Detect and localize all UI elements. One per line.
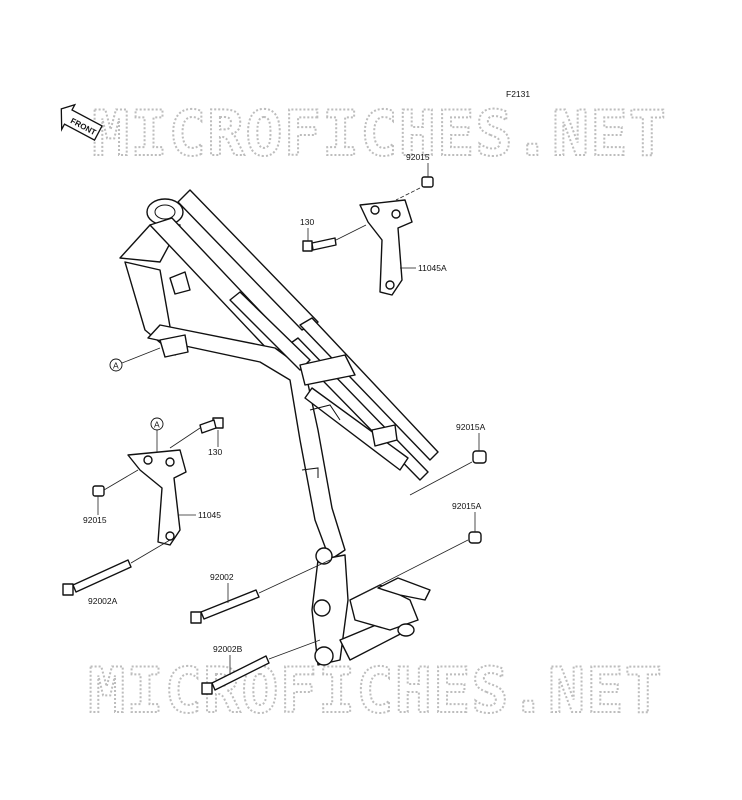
reference-marker-a-bracket: A [150, 417, 164, 452]
label-92015A-2: 92015A [452, 501, 482, 511]
bolt-130-top [302, 237, 337, 252]
bracket-11045A [359, 199, 413, 296]
label-92015A-1: 92015A [456, 422, 486, 432]
frame-hole-1 [315, 547, 333, 565]
top-tube-right [177, 189, 319, 331]
nut-92015A-2 [468, 531, 482, 544]
rear-rail-right [299, 317, 439, 461]
label-92002A: 92002A [88, 596, 118, 606]
battery-plate [299, 354, 356, 386]
nut-92015-top [421, 176, 434, 188]
svg-text:A: A [113, 361, 119, 371]
assembly-lines [103, 187, 473, 660]
bolt-92002A [62, 559, 132, 596]
label-92002B: 92002B [213, 644, 243, 654]
label-92015-left: 92015 [83, 515, 107, 525]
bolt-92002B [201, 655, 270, 695]
frame-hole-2 [313, 599, 331, 617]
svg-text:A: A [154, 420, 160, 430]
bolt-92002 [190, 589, 260, 624]
nut-92015A-1 [472, 450, 487, 464]
rear-mount [377, 577, 431, 601]
nut-92015-left [92, 485, 105, 497]
frame-bracket-b [371, 424, 398, 447]
cross-member-2 [304, 387, 409, 471]
frame [119, 189, 439, 666]
frame-hole-4 [397, 623, 415, 637]
label-130-top: 130 [300, 217, 314, 227]
reference-marker-a-frame: A [109, 347, 161, 372]
frame-bracket-a [159, 334, 189, 358]
label-11045A: 11045A [418, 263, 447, 273]
watermark-top: MICROFICHES.NET [92, 97, 667, 170]
label-92002: 92002 [210, 572, 234, 582]
watermark-bottom: MICROFICHES.NET [88, 654, 663, 727]
label-11045: 11045 [198, 510, 221, 520]
bracket-11045 [127, 449, 187, 546]
frame-boss [169, 271, 191, 295]
bracket-11045A-body [359, 199, 413, 296]
part-labels: 92015 130 11045A 130 92015A 92015 11045 … [83, 152, 486, 675]
cross-member-1 [229, 291, 311, 371]
label-92015-top: 92015 [406, 152, 430, 162]
label-130-left: 130 [208, 447, 222, 457]
bracket-11045-body [127, 449, 187, 546]
frame-hole-3 [314, 646, 334, 666]
down-tube [147, 324, 346, 561]
figure-code: F2131 [506, 89, 530, 99]
bolt-130-left [199, 417, 224, 434]
